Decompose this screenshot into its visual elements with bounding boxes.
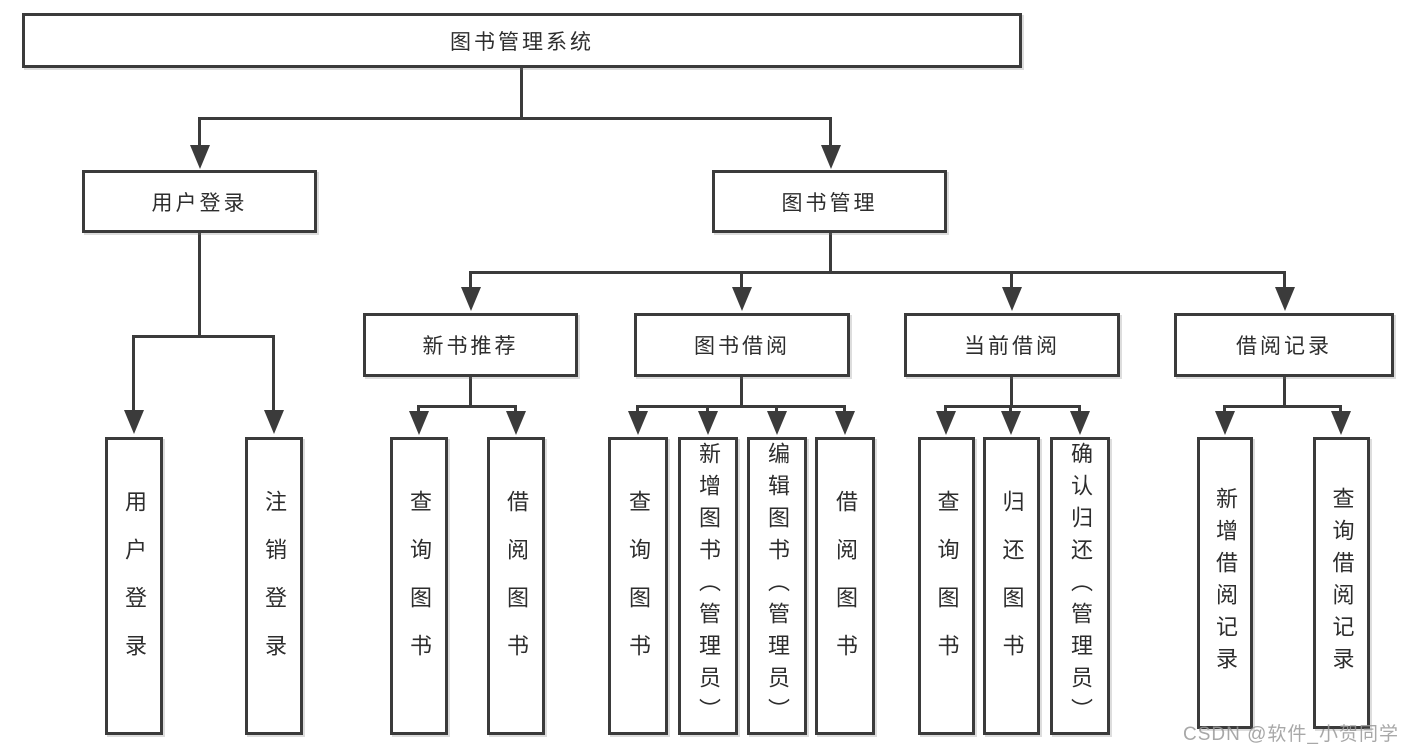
v-line: [1010, 377, 1013, 408]
h-line: [636, 405, 846, 408]
node-label: 图书借阅: [694, 335, 790, 358]
arrow-down-icon: [1001, 411, 1021, 435]
v-line: [829, 233, 832, 273]
leaf-return-book: 归还图书: [983, 437, 1040, 735]
h-line: [469, 271, 1286, 274]
v-line: [469, 377, 472, 408]
arrow-down-icon: [124, 410, 144, 434]
v-line: [1010, 271, 1013, 289]
leaf-label: 借阅图书: [833, 490, 858, 682]
node-book-management: 图书管理: [712, 170, 947, 233]
v-line: [1223, 405, 1226, 414]
v-line: [1283, 377, 1286, 408]
leaf-label: 编辑图书（管理员）: [765, 442, 790, 730]
v-line: [740, 271, 743, 289]
node-label: 新书推荐: [422, 335, 519, 358]
leaf-confirm-return-admin: 确认归还（管理员）: [1050, 437, 1110, 735]
arrow-down-icon: [264, 410, 284, 434]
leaf-add-borrow-record: 新增借阅记录: [1197, 437, 1253, 729]
h-line: [944, 405, 1081, 408]
leaf-borrow-books-recommend: 借阅图书: [487, 437, 545, 735]
v-line: [1283, 271, 1286, 289]
arrow-down-icon: [461, 287, 481, 311]
h-line: [198, 117, 832, 120]
arrow-down-icon: [628, 411, 648, 435]
v-line: [740, 377, 743, 408]
leaf-query-borrow-record: 查询借阅记录: [1313, 437, 1370, 729]
leaf-logout: 注销登录: [245, 437, 303, 735]
leaf-label: 查询图书: [407, 490, 432, 682]
v-line: [198, 117, 201, 147]
v-line: [1339, 405, 1342, 414]
arrow-down-icon: [1070, 411, 1090, 435]
leaf-label: 查询图书: [934, 490, 960, 682]
v-line: [132, 335, 135, 413]
leaf-query-books-borrow: 查询图书: [608, 437, 668, 735]
v-line: [520, 68, 523, 118]
arrow-down-icon: [936, 411, 956, 435]
v-line: [469, 271, 472, 289]
node-library-management-system: 图书管理系统: [22, 13, 1022, 68]
v-line: [1009, 405, 1012, 414]
csdn-watermark: CSDN @软件_小贺同学: [1183, 724, 1399, 745]
leaf-query-books-recommend: 查询图书: [390, 437, 448, 735]
h-line: [417, 405, 517, 408]
node-label: 借阅记录: [1236, 335, 1332, 358]
leaf-label: 注销登录: [262, 490, 287, 682]
arrow-down-icon: [409, 411, 429, 435]
leaf-label: 查询图书: [626, 490, 651, 682]
arrow-down-icon: [835, 411, 855, 435]
leaf-label: 用户登录: [122, 490, 147, 682]
arrow-down-icon: [821, 145, 841, 169]
arrow-down-icon: [1002, 287, 1022, 311]
h-line: [132, 335, 274, 338]
node-user-login: 用户登录: [82, 170, 317, 233]
leaf-label: 确认归还（管理员）: [1068, 442, 1093, 730]
leaf-label: 新增借阅记录: [1213, 487, 1238, 679]
v-line: [417, 405, 420, 414]
v-line: [272, 335, 275, 413]
leaf-user-login: 用户登录: [105, 437, 163, 735]
v-line: [829, 117, 832, 147]
leaf-edit-book-admin: 编辑图书（管理员）: [747, 437, 807, 735]
v-line: [198, 233, 201, 335]
v-line: [944, 405, 947, 414]
v-line: [514, 405, 517, 414]
leaf-query-books-current: 查询图书: [918, 437, 975, 735]
leaf-label: 新增图书（管理员）: [696, 442, 721, 730]
arrow-down-icon: [767, 411, 787, 435]
v-line: [636, 405, 639, 414]
arrow-down-icon: [1275, 287, 1295, 311]
arrow-down-icon: [506, 411, 526, 435]
node-book-borrow: 图书借阅: [634, 313, 850, 377]
arrow-down-icon: [190, 145, 210, 169]
node-new-book-recommend: 新书推荐: [363, 313, 578, 377]
arrow-down-icon: [698, 411, 718, 435]
arrow-down-icon: [1215, 411, 1235, 435]
leaf-borrow-books: 借阅图书: [815, 437, 875, 735]
node-borrow-records: 借阅记录: [1174, 313, 1394, 377]
node-label: 当前借阅: [964, 335, 1060, 358]
leaf-label: 查询借阅记录: [1329, 487, 1355, 679]
leaf-add-book-admin: 新增图书（管理员）: [678, 437, 738, 735]
v-line: [706, 405, 709, 414]
node-label: 图书管理系统: [450, 30, 594, 54]
v-line: [843, 405, 846, 414]
arrow-down-icon: [1331, 411, 1351, 435]
leaf-label: 归还图书: [999, 490, 1025, 682]
node-current-borrow: 当前借阅: [904, 313, 1120, 377]
v-line: [1078, 405, 1081, 414]
v-line: [775, 405, 778, 414]
node-label: 用户登录: [151, 191, 248, 215]
arrow-down-icon: [732, 287, 752, 311]
h-line: [1223, 405, 1342, 408]
node-label: 图书管理: [781, 191, 878, 215]
leaf-label: 借阅图书: [504, 490, 529, 682]
